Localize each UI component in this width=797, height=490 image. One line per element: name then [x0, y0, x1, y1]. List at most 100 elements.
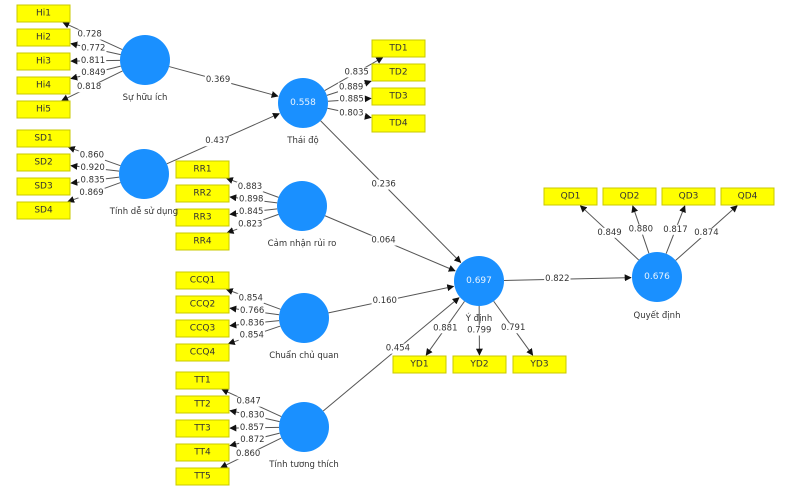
indicator-label: TD4: [388, 119, 407, 129]
loading-value-tt4-text: 0.872: [240, 435, 264, 445]
loading-value-sd1-text: 0.860: [80, 151, 104, 161]
loading-value-tt5-bg: [234, 449, 262, 460]
indicator-qd2[interactable]: [602, 187, 657, 206]
loading-value-hi1-bg: [76, 29, 103, 40]
indicator-yd2[interactable]: [452, 355, 507, 374]
path-coef-sd-td: 0.437: [204, 136, 231, 147]
loading-value-yd1: 0.881: [432, 323, 459, 334]
loading-value-rr4-bg: [237, 219, 264, 230]
path-coef-tt-yd-bg: [384, 343, 412, 354]
loading-value-rr2-text: 0.898: [239, 195, 263, 205]
loading-value-sd3: 0.835: [79, 175, 106, 186]
indicator-tt1[interactable]: [175, 371, 230, 390]
loading-value-sd2-text: 0.920: [80, 163, 104, 173]
indicator-rr4[interactable]: [175, 232, 230, 251]
loading-value-rr2: 0.898: [238, 194, 265, 205]
indicator-yd3[interactable]: [512, 355, 567, 374]
indicator-label: QD4: [738, 192, 758, 202]
indicator-sd4[interactable]: [16, 201, 71, 220]
indicator-ccq3[interactable]: [175, 319, 230, 338]
indicator-hi4[interactable]: [16, 76, 71, 95]
loading-value-rr3: 0.845: [238, 206, 265, 217]
construct-hi[interactable]: [120, 35, 170, 85]
loading-value-tt2-bg: [239, 410, 266, 421]
loading-value-td4-text: 0.803: [339, 108, 363, 118]
loading-value-ccq2: 0.766: [238, 306, 266, 317]
loading-value-sd4: 0.869: [78, 188, 105, 199]
indicator-td1[interactable]: [371, 39, 426, 58]
loading-value-qd2-bg: [627, 224, 654, 235]
loading-value-ccq3-bg: [238, 318, 266, 329]
loading-value-tt1-bg: [235, 396, 262, 407]
construct-tt[interactable]: [279, 402, 329, 452]
indicator-hi5[interactable]: [16, 100, 71, 119]
loading-value-ccq3-text: 0.836: [240, 318, 264, 328]
construct-yd[interactable]: [454, 256, 504, 306]
construct-qd[interactable]: [632, 252, 682, 302]
r-squared-value: 0.676: [644, 272, 670, 282]
indicator-tt3[interactable]: [175, 419, 230, 438]
construct-ccq[interactable]: [279, 293, 329, 343]
indicator-tt5[interactable]: [175, 467, 230, 486]
indicator-rr3[interactable]: [175, 208, 230, 227]
loading-value-yd2: 0.799: [466, 325, 493, 336]
loading-value-ccq1: 0.854: [237, 293, 264, 304]
indicator-tt2[interactable]: [175, 395, 230, 414]
loading-value-sd2-bg: [79, 163, 106, 174]
loading-value-sd4-text: 0.869: [79, 188, 103, 198]
indicator-qd3[interactable]: [661, 187, 716, 206]
indicator-label: Hi1: [36, 9, 51, 19]
indicator-label: Hi4: [36, 81, 51, 91]
indicator-label: YD3: [529, 360, 548, 370]
indicator-sd1[interactable]: [16, 129, 71, 148]
loading-value-qd1: 0.849: [596, 227, 623, 238]
indicator-rr1[interactable]: [175, 160, 230, 179]
indicator-td3[interactable]: [371, 87, 426, 106]
construct-label: Thái độ: [286, 135, 318, 146]
indicator-yd1[interactable]: [392, 355, 447, 374]
indicator-sd2[interactable]: [16, 153, 71, 172]
indicator-hi2[interactable]: [16, 28, 71, 47]
indicator-qd1[interactable]: [543, 187, 598, 206]
indicator-qd4[interactable]: [720, 187, 775, 206]
indicator-rr2[interactable]: [175, 184, 230, 203]
indicator-tt4[interactable]: [175, 443, 230, 462]
indicator-label: RR4: [193, 237, 212, 247]
loading-value-qd4: 0.874: [693, 228, 720, 239]
construct-rr[interactable]: [277, 181, 327, 231]
loading-value-yd1-bg: [432, 323, 459, 334]
construct-sd[interactable]: [119, 149, 169, 199]
indicator-hi3[interactable]: [16, 52, 71, 71]
indicator-ccq1[interactable]: [175, 271, 230, 290]
indicator-td4[interactable]: [371, 114, 426, 133]
loading-value-hi5-text: 0.818: [77, 82, 101, 92]
indicator-label: QD1: [561, 192, 581, 202]
path-coef-td-yd: 0.236: [370, 179, 397, 190]
loading-value-td4: 0.803: [338, 108, 365, 119]
loading-value-hi2-text: 0.772: [81, 44, 105, 54]
indicator-label: Hi2: [36, 33, 51, 43]
path-coef-hi-td-bg: [204, 74, 232, 85]
loading-value-rr2-bg: [238, 194, 265, 205]
indicator-td2[interactable]: [371, 63, 426, 82]
path-tt-to-yd: [322, 297, 460, 412]
path-coef-rr-yd-bg: [370, 235, 397, 246]
loading-value-tt4-bg: [239, 434, 266, 445]
construct-td[interactable]: [278, 78, 328, 128]
indicator-ccq2[interactable]: [175, 295, 230, 314]
loading-value-td2-text: 0.889: [339, 83, 363, 93]
indicator-hi1[interactable]: [16, 4, 71, 23]
labels-layer: 0.7280.7720.8110.8490.8180.8600.9200.835…: [75, 29, 720, 460]
loading-value-hi4-bg: [80, 67, 107, 78]
loading-value-tt2: 0.830: [239, 410, 266, 421]
path-coef-ccq-yd-text: 0.160: [373, 296, 397, 306]
indicator-label: YD1: [409, 360, 428, 370]
indicator-sd3[interactable]: [16, 177, 71, 196]
loading-value-sd2: 0.920: [79, 163, 106, 174]
indicator-ccq4[interactable]: [175, 343, 230, 362]
indicator-label: YD2: [469, 360, 488, 370]
loading-value-tt3-bg: [238, 422, 266, 433]
loading-value-td3: 0.885: [338, 94, 365, 105]
indicator-label: Hi5: [36, 105, 51, 115]
indicator-label: TT4: [193, 448, 211, 458]
